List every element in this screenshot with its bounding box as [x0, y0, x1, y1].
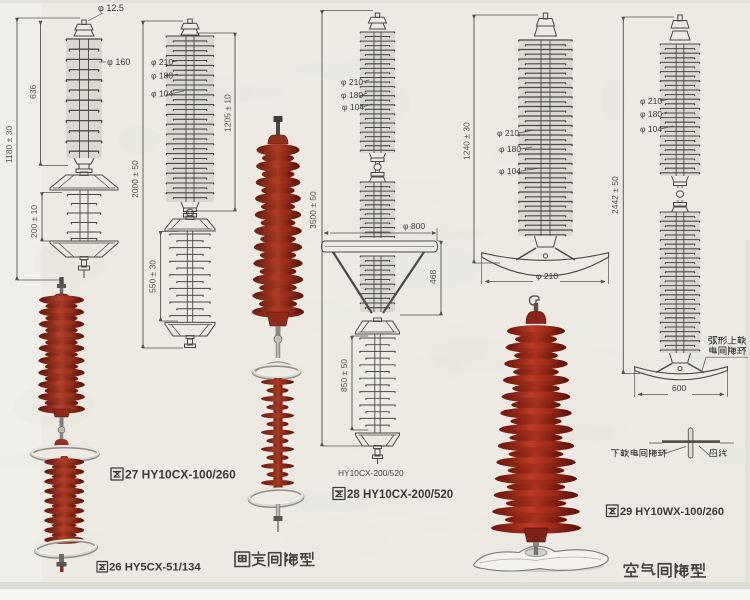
svg-text:2000 ± 50: 2000 ± 50: [130, 160, 140, 198]
svg-text:φ 160: φ 160: [107, 57, 130, 67]
svg-text:3500 ± 50: 3500 ± 50: [308, 191, 318, 229]
svg-text:φ 210: φ 210: [536, 271, 558, 281]
svg-text:550 ± 30: 550 ± 30: [148, 260, 158, 293]
svg-text:27 HY10CX-100/260: 27 HY10CX-100/260: [125, 468, 236, 482]
svg-text:φ 104: φ 104: [151, 89, 173, 99]
svg-text:636: 636: [28, 85, 38, 99]
svg-text:2442 ± 50: 2442 ± 50: [610, 176, 620, 214]
svg-text:29 HY10WX-100/260: 29 HY10WX-100/260: [620, 506, 724, 518]
svg-text:φ 180: φ 180: [341, 90, 363, 100]
svg-text:1205 ± 10: 1205 ± 10: [223, 94, 233, 132]
svg-text:φ 800: φ 800: [403, 221, 425, 231]
svg-text:φ 210: φ 210: [151, 57, 173, 67]
svg-text:HY10CX-200/520: HY10CX-200/520: [338, 468, 404, 478]
svg-text:φ 210: φ 210: [341, 77, 363, 87]
svg-text:φ 12.5: φ 12.5: [98, 3, 124, 13]
svg-text:φ 210: φ 210: [640, 96, 662, 106]
svg-text:φ 180: φ 180: [640, 109, 662, 119]
svg-text:1180 ± 30: 1180 ± 30: [4, 126, 14, 163]
svg-text:φ 104: φ 104: [342, 102, 364, 112]
svg-text:26 HY5CX-51/134: 26 HY5CX-51/134: [109, 562, 201, 574]
svg-text:600: 600: [672, 383, 686, 393]
svg-text:φ 180: φ 180: [151, 71, 173, 81]
svg-text:850 ± 50: 850 ± 50: [339, 359, 349, 392]
svg-text:φ 180: φ 180: [499, 144, 521, 154]
svg-text:φ 104: φ 104: [499, 166, 521, 176]
svg-text:200 ± 10: 200 ± 10: [29, 205, 39, 238]
svg-text:28 HY10CX-200/520: 28 HY10CX-200/520: [347, 489, 453, 501]
svg-text:φ 210: φ 210: [497, 128, 519, 138]
svg-text:1240 ± 30: 1240 ± 30: [462, 122, 472, 160]
svg-text:φ 104: φ 104: [640, 124, 662, 134]
svg-text:468: 468: [428, 270, 438, 284]
